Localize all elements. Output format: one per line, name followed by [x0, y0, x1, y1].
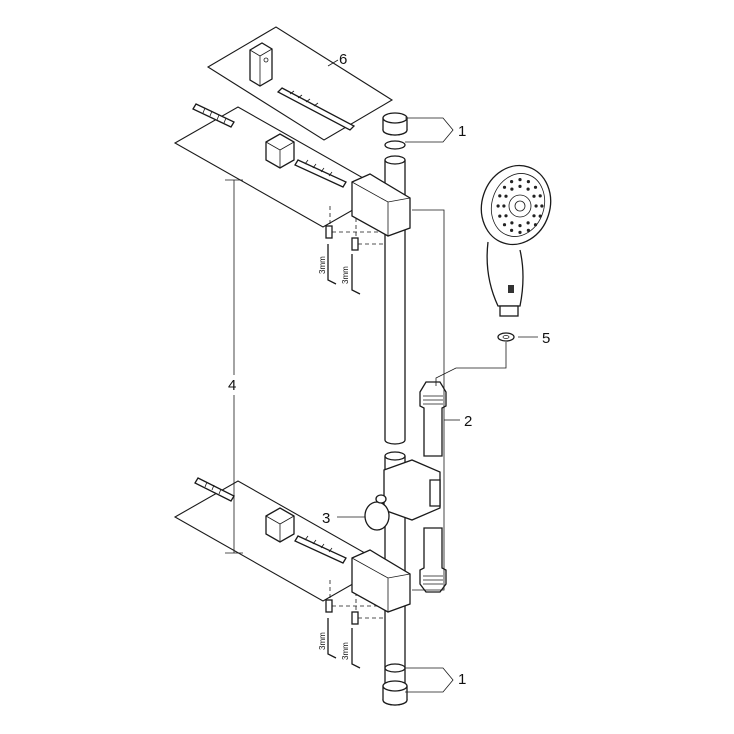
callout-5: 5 [542, 330, 550, 347]
nozzle-dot [510, 221, 514, 225]
nozzle-dot [504, 214, 508, 218]
slider-holder [364, 459, 441, 531]
nozzle-dot [518, 230, 522, 234]
nozzle-dot [538, 194, 542, 198]
nozzle-dot [532, 194, 536, 198]
callout-4-dimension [225, 179, 243, 554]
nozzle-dot [502, 185, 507, 189]
allen-key-label-lower-1: 3mm [318, 632, 327, 650]
fixing-set-box [206, 26, 394, 141]
hand-shower [480, 164, 552, 317]
callout-2: 2 [464, 413, 472, 430]
nozzle-dot [504, 194, 508, 198]
nozzle-dot [498, 214, 502, 218]
upper-wall-fixing: 3mm 3mm [173, 103, 388, 295]
callout-4: 4 [228, 377, 236, 394]
nozzle-dot [498, 194, 502, 198]
spray-nozzles [496, 178, 544, 234]
nozzle-dot [533, 185, 538, 189]
nozzle-dot [518, 224, 522, 228]
nozzle-dot [526, 221, 530, 225]
nozzle-dot [502, 223, 507, 227]
nozzle-dot [510, 180, 514, 184]
end-cap-bottom [382, 663, 408, 706]
shower-hose [419, 381, 447, 593]
nozzle-dot [510, 187, 514, 191]
washer [497, 332, 515, 342]
nozzle-dot [534, 204, 538, 208]
nozzle-dot [518, 178, 522, 182]
allen-key-label-upper-1: 3mm [318, 256, 327, 274]
allen-key-label-upper-2: 3mm [341, 266, 350, 284]
callout-6: 6 [339, 51, 347, 68]
allen-key-label-lower-2: 3mm [341, 642, 350, 660]
nozzle-dot [502, 204, 506, 208]
callout-1-top: 1 [458, 123, 466, 140]
nozzle-dot [538, 214, 542, 218]
nozzle-dot [518, 184, 522, 188]
callout-3: 3 [322, 510, 330, 527]
callout-1-bottom: 1 [458, 671, 466, 688]
nozzle-dot [526, 180, 531, 184]
nozzle-dot [510, 228, 514, 232]
nozzle-dot [533, 223, 538, 227]
nozzle-dot [532, 214, 536, 218]
end-cap-top [382, 112, 408, 150]
nozzle-dot [496, 204, 500, 208]
nozzle-dot [526, 187, 530, 191]
nozzle-dot [526, 228, 531, 232]
nozzle-dot [540, 204, 544, 208]
